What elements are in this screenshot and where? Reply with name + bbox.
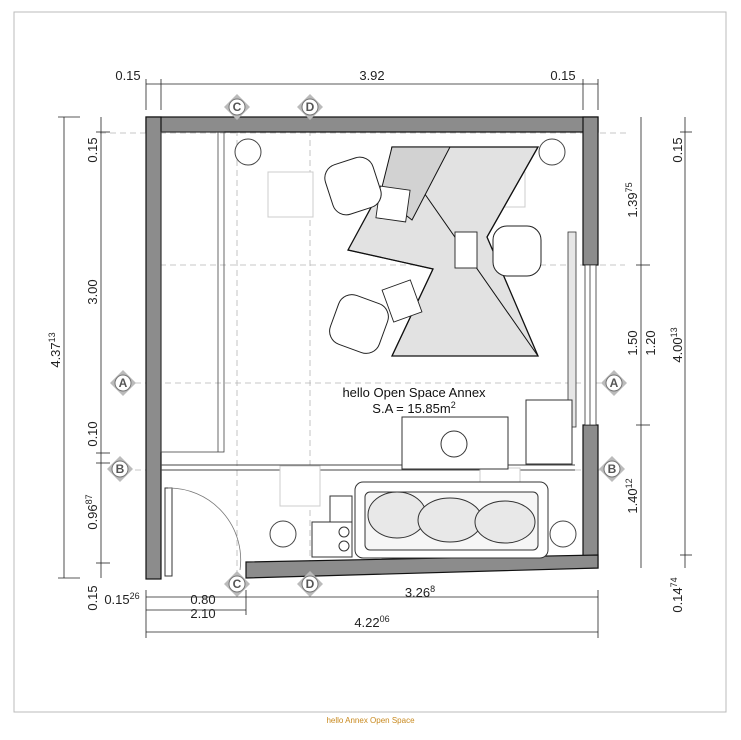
svg-text:C: C — [233, 577, 242, 591]
section-markers: A A B B C D C — [107, 94, 627, 597]
dim-bottom-door: 0.80 — [190, 592, 215, 607]
svg-text:D: D — [306, 100, 315, 114]
dim-bottom-left: 0.1526 — [104, 591, 139, 607]
ceiling-lights — [234, 138, 577, 548]
dim-right-win-b: 1.20 — [643, 330, 658, 355]
svg-text:C: C — [233, 100, 242, 114]
walls — [145, 116, 599, 580]
dim-top-left: 0.15 — [115, 68, 140, 83]
dim-right-low: 1.4012 — [624, 478, 640, 513]
wardrobe — [160, 131, 225, 453]
marker-c-bottom: C — [224, 571, 250, 597]
side-cabinet — [525, 399, 573, 465]
marker-c-top: C — [224, 94, 250, 120]
marker-a-left: A — [110, 370, 136, 396]
svg-text:A: A — [119, 376, 128, 390]
marker-b-left: B — [107, 456, 133, 482]
dim-top-right: 0.15 — [550, 68, 575, 83]
svg-text:B: B — [608, 462, 617, 476]
office-chairs — [324, 156, 542, 354]
entry-door — [164, 487, 242, 577]
dim-left-gap: 0.10 — [85, 421, 100, 446]
dim-bottom-door-total: 2.10 — [190, 606, 215, 621]
dim-left-top: 0.15 — [85, 137, 100, 162]
coffee-table — [401, 416, 509, 470]
dim-right-top: 1.3975 — [624, 182, 640, 217]
dim-bottom-total: 4.2206 — [354, 614, 389, 630]
dimension-lines — [58, 79, 692, 638]
kitchenette — [311, 495, 353, 558]
dim-left-total: 4.3713 — [47, 332, 63, 367]
drawing-caption: hello Annex Open Space — [326, 716, 415, 725]
svg-text:B: B — [116, 462, 125, 476]
marker-a-right: A — [601, 370, 627, 396]
svg-text:D: D — [306, 577, 315, 591]
dim-right-outer-top: 0.15 — [670, 137, 685, 162]
dim-right-win-a: 1.50 — [625, 330, 640, 355]
room-name: hello Open Space Annex — [342, 385, 486, 400]
marker-b-right: B — [599, 456, 625, 482]
sofa — [354, 481, 549, 559]
dim-left-low: 0.9687 — [84, 494, 100, 529]
dimension-labels: 0.15 3.92 0.15 4.3713 0.15 3.00 0.10 0.9… — [47, 68, 685, 630]
laptops — [375, 185, 478, 323]
dim-left-mid: 3.00 — [85, 279, 100, 304]
dim-top-mid: 3.92 — [359, 68, 384, 83]
dim-right-outer-bottom: 0.1474 — [669, 577, 685, 612]
dim-left-bottom: 0.15 — [85, 585, 100, 610]
marker-d-bottom: D — [297, 571, 323, 597]
svg-text:A: A — [610, 376, 619, 390]
dim-bottom-mid: 3.268 — [405, 584, 435, 600]
marker-d-top: D — [297, 94, 323, 120]
room-area: S.A = 15.85m2 — [372, 400, 455, 416]
dim-right-outer-total: 4.0013 — [669, 327, 685, 362]
